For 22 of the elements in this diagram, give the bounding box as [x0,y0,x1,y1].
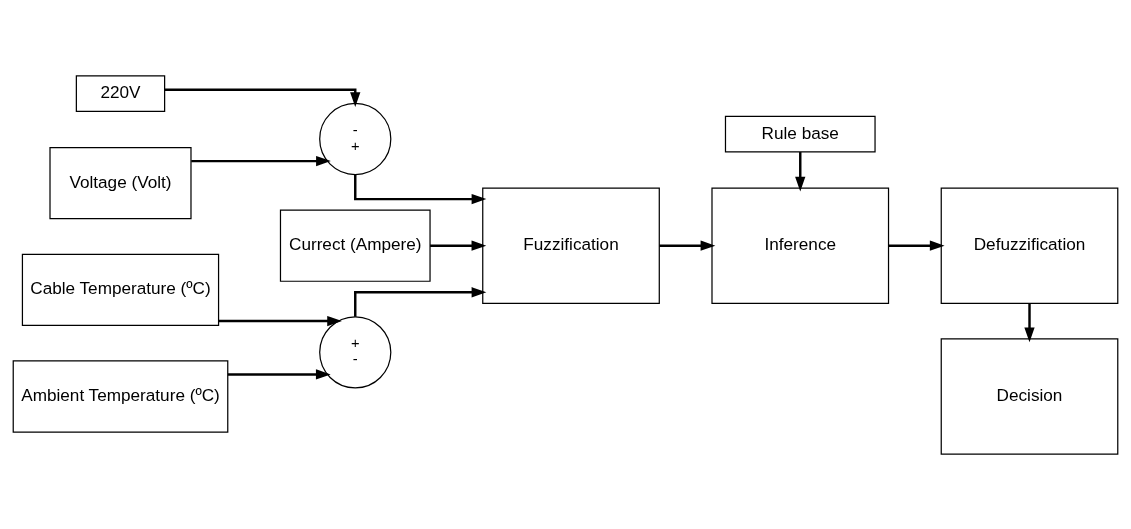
arrow [659,240,716,251]
arrow [888,240,945,251]
arrow [227,368,331,380]
arrow [191,155,331,166]
arrow [354,286,487,317]
node-box: 220V [75,74,166,112]
arrow [430,240,487,251]
node-box: Fuzzification [482,186,660,304]
node-box: Decision [940,337,1119,455]
arrow [1024,303,1035,342]
node-box: Rule base [724,115,876,153]
node-box: Currect (Ampere) [279,209,431,282]
arrow [164,87,361,107]
arrow [218,315,342,326]
node-box: Ambient Temperature (ºC) [12,359,229,433]
arrow [795,151,806,191]
node-box: Defuzzification [940,186,1119,304]
node-box: Voltage (Volt) [49,146,192,219]
arrow [354,174,487,204]
node-circle: - + [319,102,392,175]
node-box: Cable Temperature (ºC) [21,253,220,326]
node-box: Inference [711,186,890,304]
